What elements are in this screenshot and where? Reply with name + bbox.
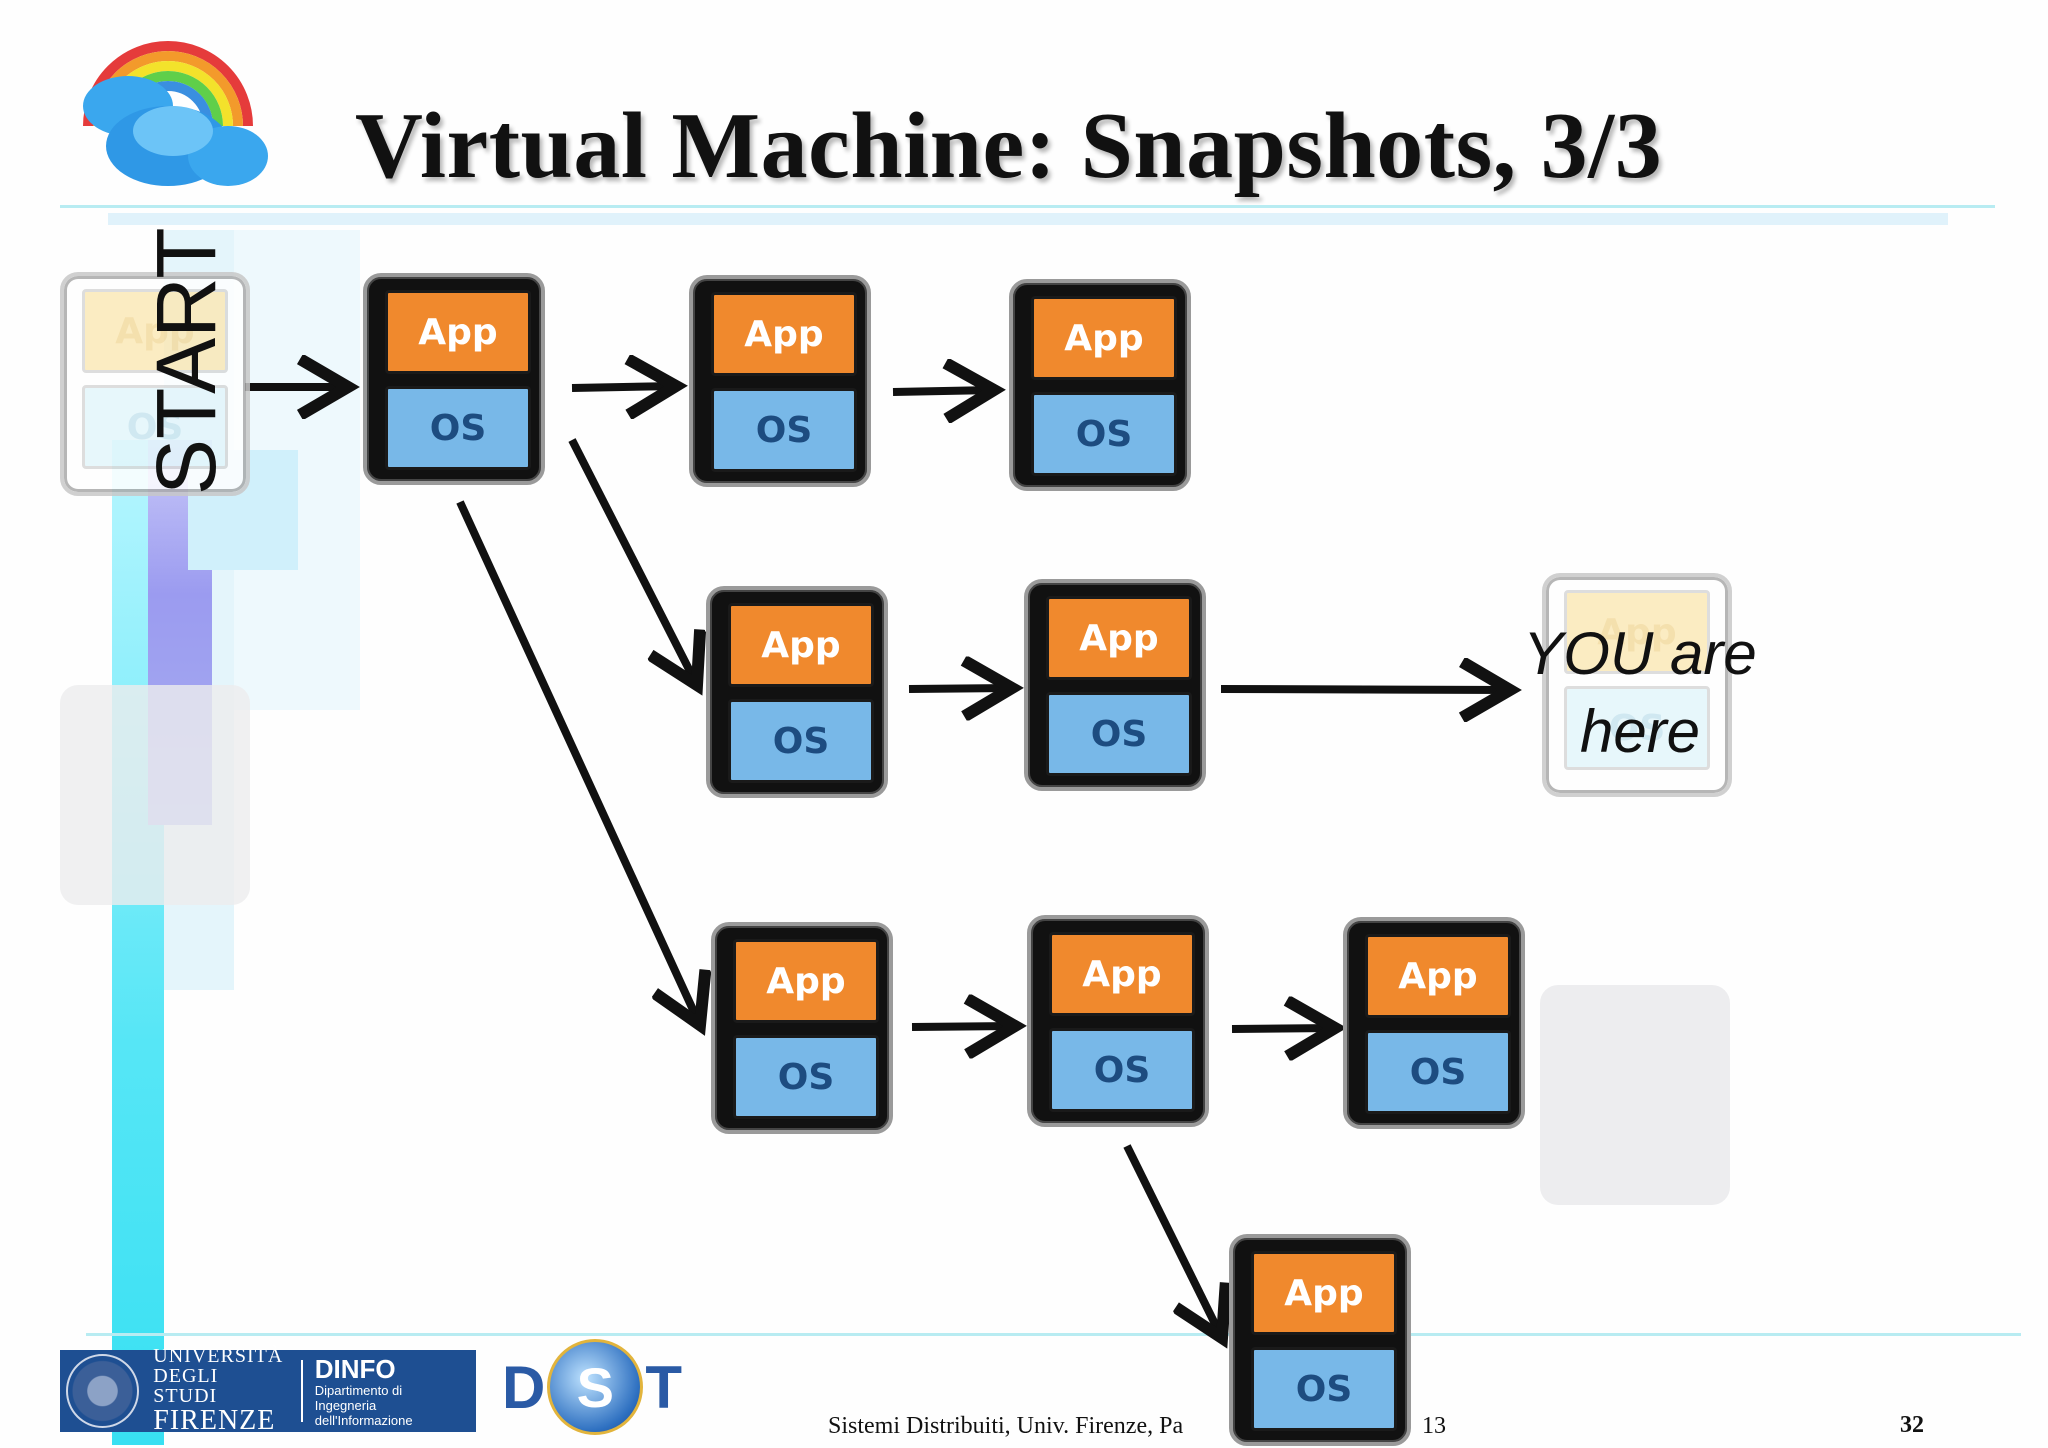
vm-root: App OS <box>363 273 545 485</box>
footer-rule <box>86 1333 2021 1336</box>
vm-os-layer: OS <box>82 385 228 469</box>
arrow-b1-to-b2 <box>908 688 1012 689</box>
vm-os-layer: OS <box>1251 1347 1397 1431</box>
footer-text-tail: 13 <box>1422 1413 1446 1439</box>
title-underline-shadow <box>108 213 1948 225</box>
vm-os-layer: OS <box>1031 392 1177 476</box>
disit-logo: D S T <box>502 1339 682 1435</box>
vm-os-layer: OS <box>1564 686 1710 770</box>
vm-branch-c-1: App OS <box>711 922 893 1134</box>
arrow-root-to-a1 <box>571 386 676 388</box>
vm-os-layer: OS <box>385 386 531 470</box>
slide-title: Virtual Machine: Snapshots, 3/3 <box>355 94 1663 198</box>
arrow-a1-to-a2 <box>892 390 994 392</box>
disit-letter-s: S <box>576 1355 615 1419</box>
vm-branch-b-1: App OS <box>706 586 888 798</box>
vm-branch-a-1: App OS <box>689 275 871 487</box>
vm-branch-c-2: App OS <box>1027 915 1209 1127</box>
disit-letter-t: T <box>645 1353 682 1421</box>
university-name: UNIVERSITÀ DEGLI STUDI FIRENZE <box>153 1346 286 1436</box>
vm-app-layer: App <box>82 289 228 373</box>
start-label: START <box>139 227 233 495</box>
vm-app-layer: App <box>1031 296 1177 380</box>
footer-text: Sistemi Distribuiti, Univ. Firenze, Pa <box>828 1413 1184 1439</box>
vm-os-layer: OS <box>733 1035 879 1119</box>
vm-os-layer: OS <box>1049 1028 1195 1112</box>
vm-os-layer: OS <box>1046 692 1192 776</box>
vm-branch-a-2: App OS <box>1009 279 1191 491</box>
vm-app-layer: App <box>1049 932 1195 1016</box>
vm-app-layer: App <box>711 292 857 376</box>
you-are-here-label: YOU are here <box>1490 615 1790 771</box>
logo-divider <box>300 1360 303 1422</box>
vm-start-ghost: App OS <box>60 272 250 496</box>
vm-os-layer: OS <box>728 699 874 783</box>
vm-app-layer: App <box>1046 596 1192 680</box>
vm-os-layer: OS <box>711 388 857 472</box>
arrow-c1-to-c2 <box>911 1026 1015 1027</box>
vm-app-layer: App <box>1564 590 1710 674</box>
vm-app-layer: App <box>733 939 879 1023</box>
disit-globe-icon: S <box>547 1339 644 1435</box>
arrow-b2-to-you <box>1220 689 1510 690</box>
vm-branch-d-1: App OS <box>1229 1234 1411 1446</box>
you-are-line: YOU are <box>1523 620 1757 687</box>
university-line-3: FIRENZE <box>153 1405 276 1436</box>
university-seal-icon <box>66 1354 140 1428</box>
vm-you-are-here-ghost: App OS <box>1542 573 1732 797</box>
vm-app-layer: App <box>1365 934 1511 1018</box>
disit-letter-d: D <box>502 1353 546 1421</box>
arrow-root-to-c1 <box>456 500 700 1025</box>
arrow-root-to-b1 <box>568 438 697 685</box>
title-underline <box>60 205 1995 208</box>
decor-ghost-box-right <box>1540 985 1730 1205</box>
page-number: 32 <box>1900 1412 1924 1438</box>
rainbow-cloud-icon <box>83 41 268 186</box>
arrow-c2-to-d1 <box>1123 1144 1222 1338</box>
vm-branch-c-3: App OS <box>1343 917 1525 1129</box>
department-line-2: Ingegneria dell'Informazione <box>314 1397 413 1428</box>
here-line: here <box>1579 698 1701 765</box>
decor-ghost-box-left <box>60 685 250 905</box>
vm-os-layer: OS <box>1365 1030 1511 1114</box>
vm-app-layer: App <box>728 603 874 687</box>
vm-branch-b-2: App OS <box>1024 579 1206 791</box>
university-logo: UNIVERSITÀ DEGLI STUDI FIRENZE DINFO Dip… <box>60 1346 476 1436</box>
department-acronym: DINFO <box>314 1353 396 1384</box>
vm-app-layer: App <box>1251 1251 1397 1335</box>
university-line-2: DEGLI STUDI <box>153 1365 219 1407</box>
arrow-c2-to-c3 <box>1231 1028 1335 1029</box>
vm-app-layer: App <box>385 290 531 374</box>
department-line-1: Dipartimento di <box>314 1382 403 1398</box>
department-name: DINFO Dipartimento di Ingegneria dell'In… <box>315 1355 476 1428</box>
university-line-1: UNIVERSITÀ <box>153 1345 284 1367</box>
